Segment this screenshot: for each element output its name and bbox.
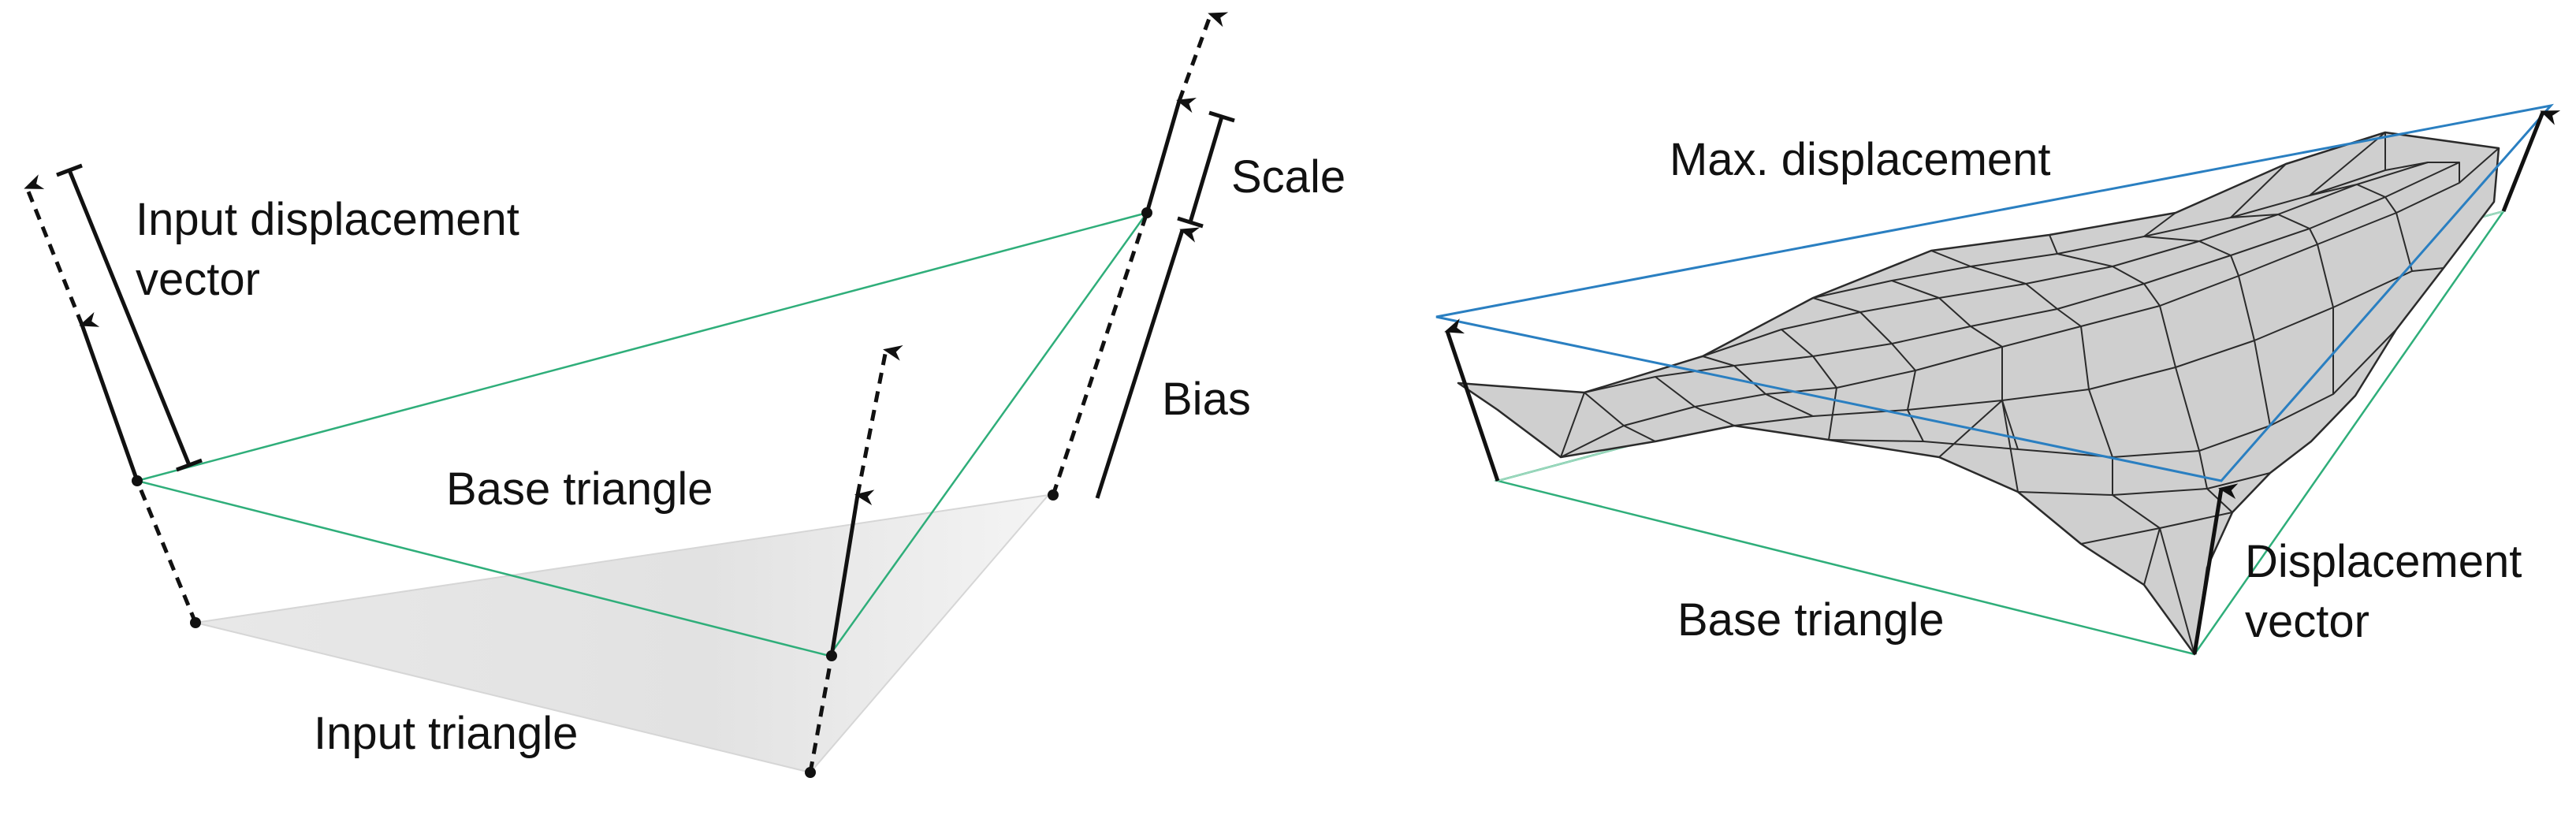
bias-dashed-segment [135,480,198,623]
input-triangle-shape [195,493,1051,774]
displaced-mesh [1457,131,2500,656]
dimension-cap-bottom [176,458,203,472]
left-panel: Input displacement vector Scale Bias Bas… [24,12,1346,778]
input-displacement-dimension-line [67,169,192,466]
input-displacement-label-line2: vector [136,254,260,305]
max-displacement-label: Max. displacement [1670,134,2051,185]
displacement-vector-arrow [2192,483,2239,655]
max-displacement-dashed-arrow [855,345,903,496]
bias-dashed-segment [1051,212,1149,496]
displacement-vector-label-line1: Displacement [2245,536,2522,587]
base-triangle-label: Base triangle [1677,594,1945,646]
right-panel: Max. displacement Base triangle Displace… [1435,103,2561,656]
mesh-outline [1457,131,2500,656]
max-displacement-shape [1435,103,2555,482]
bias-label: Bias [1162,374,1251,425]
base-triangle-label: Base triangle [446,463,713,515]
base-triangle-shape [133,210,1150,657]
scale-cap-bottom [1177,216,1204,229]
scale-dimension-line [1188,116,1224,223]
max-displacement-dashed-arrow [24,174,84,326]
vertex-displacement-arrow [1444,318,1500,482]
input-displacement-label-line1: Input displacement [136,194,519,245]
displacement-vector-label-line2: vector [2245,596,2369,647]
scaled-displacement-arrow [1145,97,1197,214]
max-displacement-dashed-arrow [1177,12,1229,102]
scale-cap-top [1208,110,1235,123]
bias-dashed-segment [808,655,834,773]
bias-arrow [1095,227,1201,499]
scale-label: Scale [1231,151,1346,203]
input-triangle-label: Input triangle [314,708,578,759]
scaled-displacement-arrow [829,489,875,657]
scaled-displacement-arrow [79,311,140,482]
vertex-displacement-arrow [2501,110,2561,212]
dimension-cap-top [56,163,83,177]
